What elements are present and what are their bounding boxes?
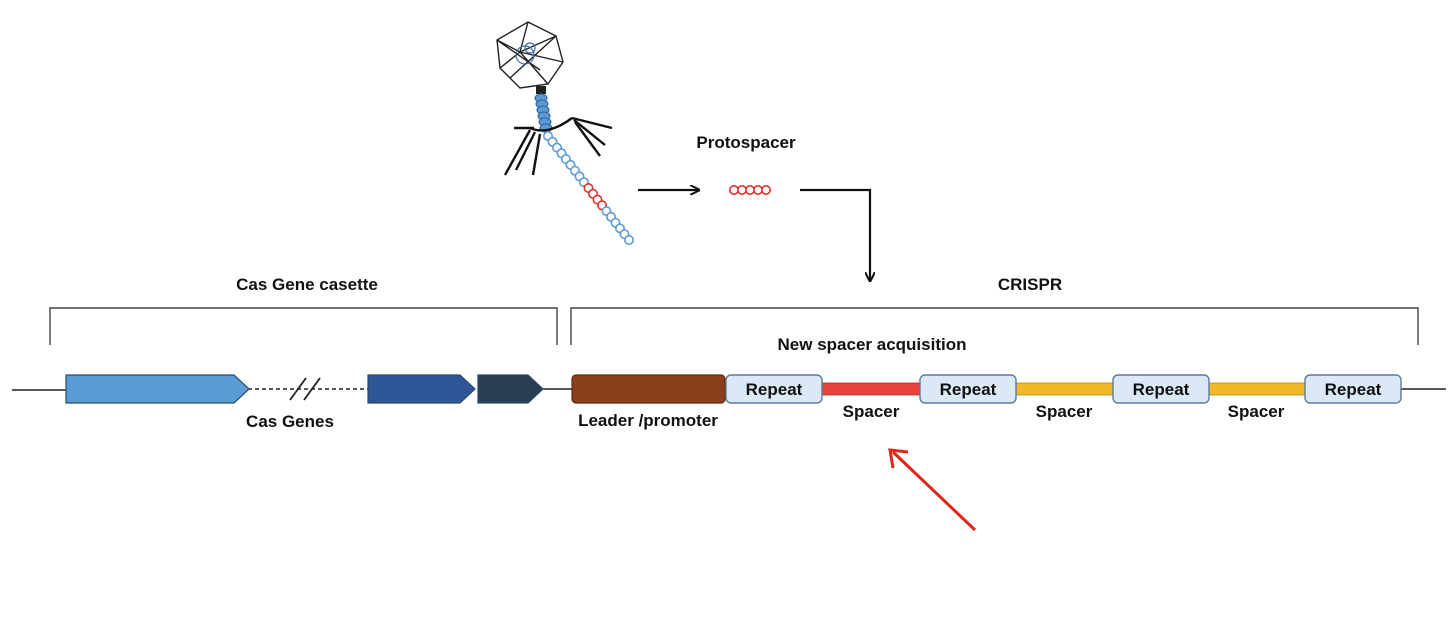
- dna-backbone: [12, 377, 1446, 401]
- spacer-1-label: Spacer: [843, 402, 900, 421]
- repeat-4-label: Repeat: [1325, 380, 1382, 399]
- repeat-1-box: [725, 374, 823, 404]
- leader-promoter-block: [571, 374, 726, 404]
- repeat-4-box: [1304, 374, 1402, 404]
- cas-genes-label: Cas Genes: [246, 412, 334, 431]
- cas-gene-1: [65, 374, 250, 404]
- repeat-2-label: Repeat: [940, 380, 997, 399]
- highlight-arrow-icon: [888, 448, 977, 532]
- phage-dna: [542, 131, 634, 246]
- leader-promoter-label: Leader /promoter: [578, 411, 718, 430]
- repeat-boxes: [725, 374, 1402, 404]
- protospacer-icon: [728, 185, 771, 196]
- cas-cassette-label: Cas Gene casette: [236, 275, 378, 294]
- spacer-2-label: Spacer: [1036, 402, 1093, 421]
- spacer-3-label: Spacer: [1228, 402, 1285, 421]
- protospacer-label: Protospacer: [696, 133, 796, 152]
- new-spacer-label: New spacer acquisition: [778, 335, 967, 354]
- dna-bead: [623, 235, 634, 246]
- phage-tail: [534, 86, 553, 133]
- arrow-to-crispr: [800, 188, 870, 280]
- crispr-label: CRISPR: [998, 275, 1062, 294]
- cas-genes: [65, 374, 544, 404]
- cas-gene-3: [477, 374, 544, 404]
- phage-legs: [503, 116, 613, 176]
- repeat-2-box: [919, 374, 1017, 404]
- spacer-bar-2: [1014, 382, 1114, 396]
- repeat-1-label: Repeat: [746, 380, 803, 399]
- spacer-bar-3: [1207, 382, 1307, 396]
- phage-capsid: [496, 21, 564, 89]
- repeat-3-label: Repeat: [1133, 380, 1190, 399]
- cas-gene-2: [367, 374, 476, 404]
- bacteriophage-icon: [496, 21, 634, 246]
- crispr-bracket: [570, 307, 1419, 345]
- cas-cassette-bracket: [49, 307, 558, 345]
- new-spacer-bar: [821, 382, 921, 396]
- repeat-3-box: [1112, 374, 1210, 404]
